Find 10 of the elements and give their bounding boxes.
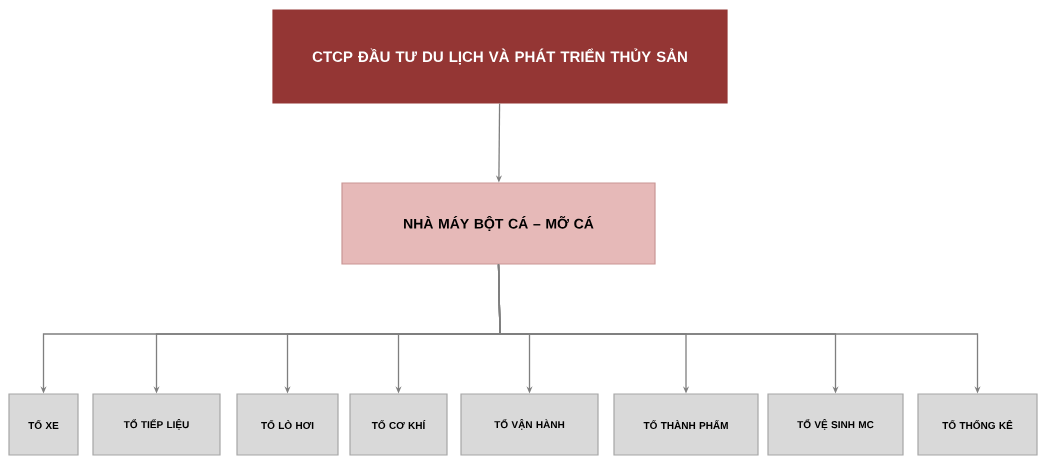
company-box: CTCP ĐẦU TƯ DU LỊCH VÀ PHÁT TRIỂN THỦY SẢN — [272, 9, 728, 104]
team-box: TỔ LÒ HƠI — [236, 393, 339, 456]
team-box: TỔ VỆ SINH MC — [767, 393, 904, 456]
team-box: TỔ TIẾP LIỆU — [92, 393, 221, 456]
team-box: TỔ XE — [8, 393, 79, 456]
team-box: TỔ VẬN HÀNH — [460, 393, 599, 456]
team-box: TỔ THÀNH PHẨM — [613, 393, 759, 456]
team-box: TỔ THỐNG KÊ — [917, 393, 1038, 456]
team-box: TỔ CƠ KHÍ — [349, 393, 448, 456]
factory-box: NHÀ MÁY BỘT CÁ – MỠ CÁ — [341, 182, 656, 265]
